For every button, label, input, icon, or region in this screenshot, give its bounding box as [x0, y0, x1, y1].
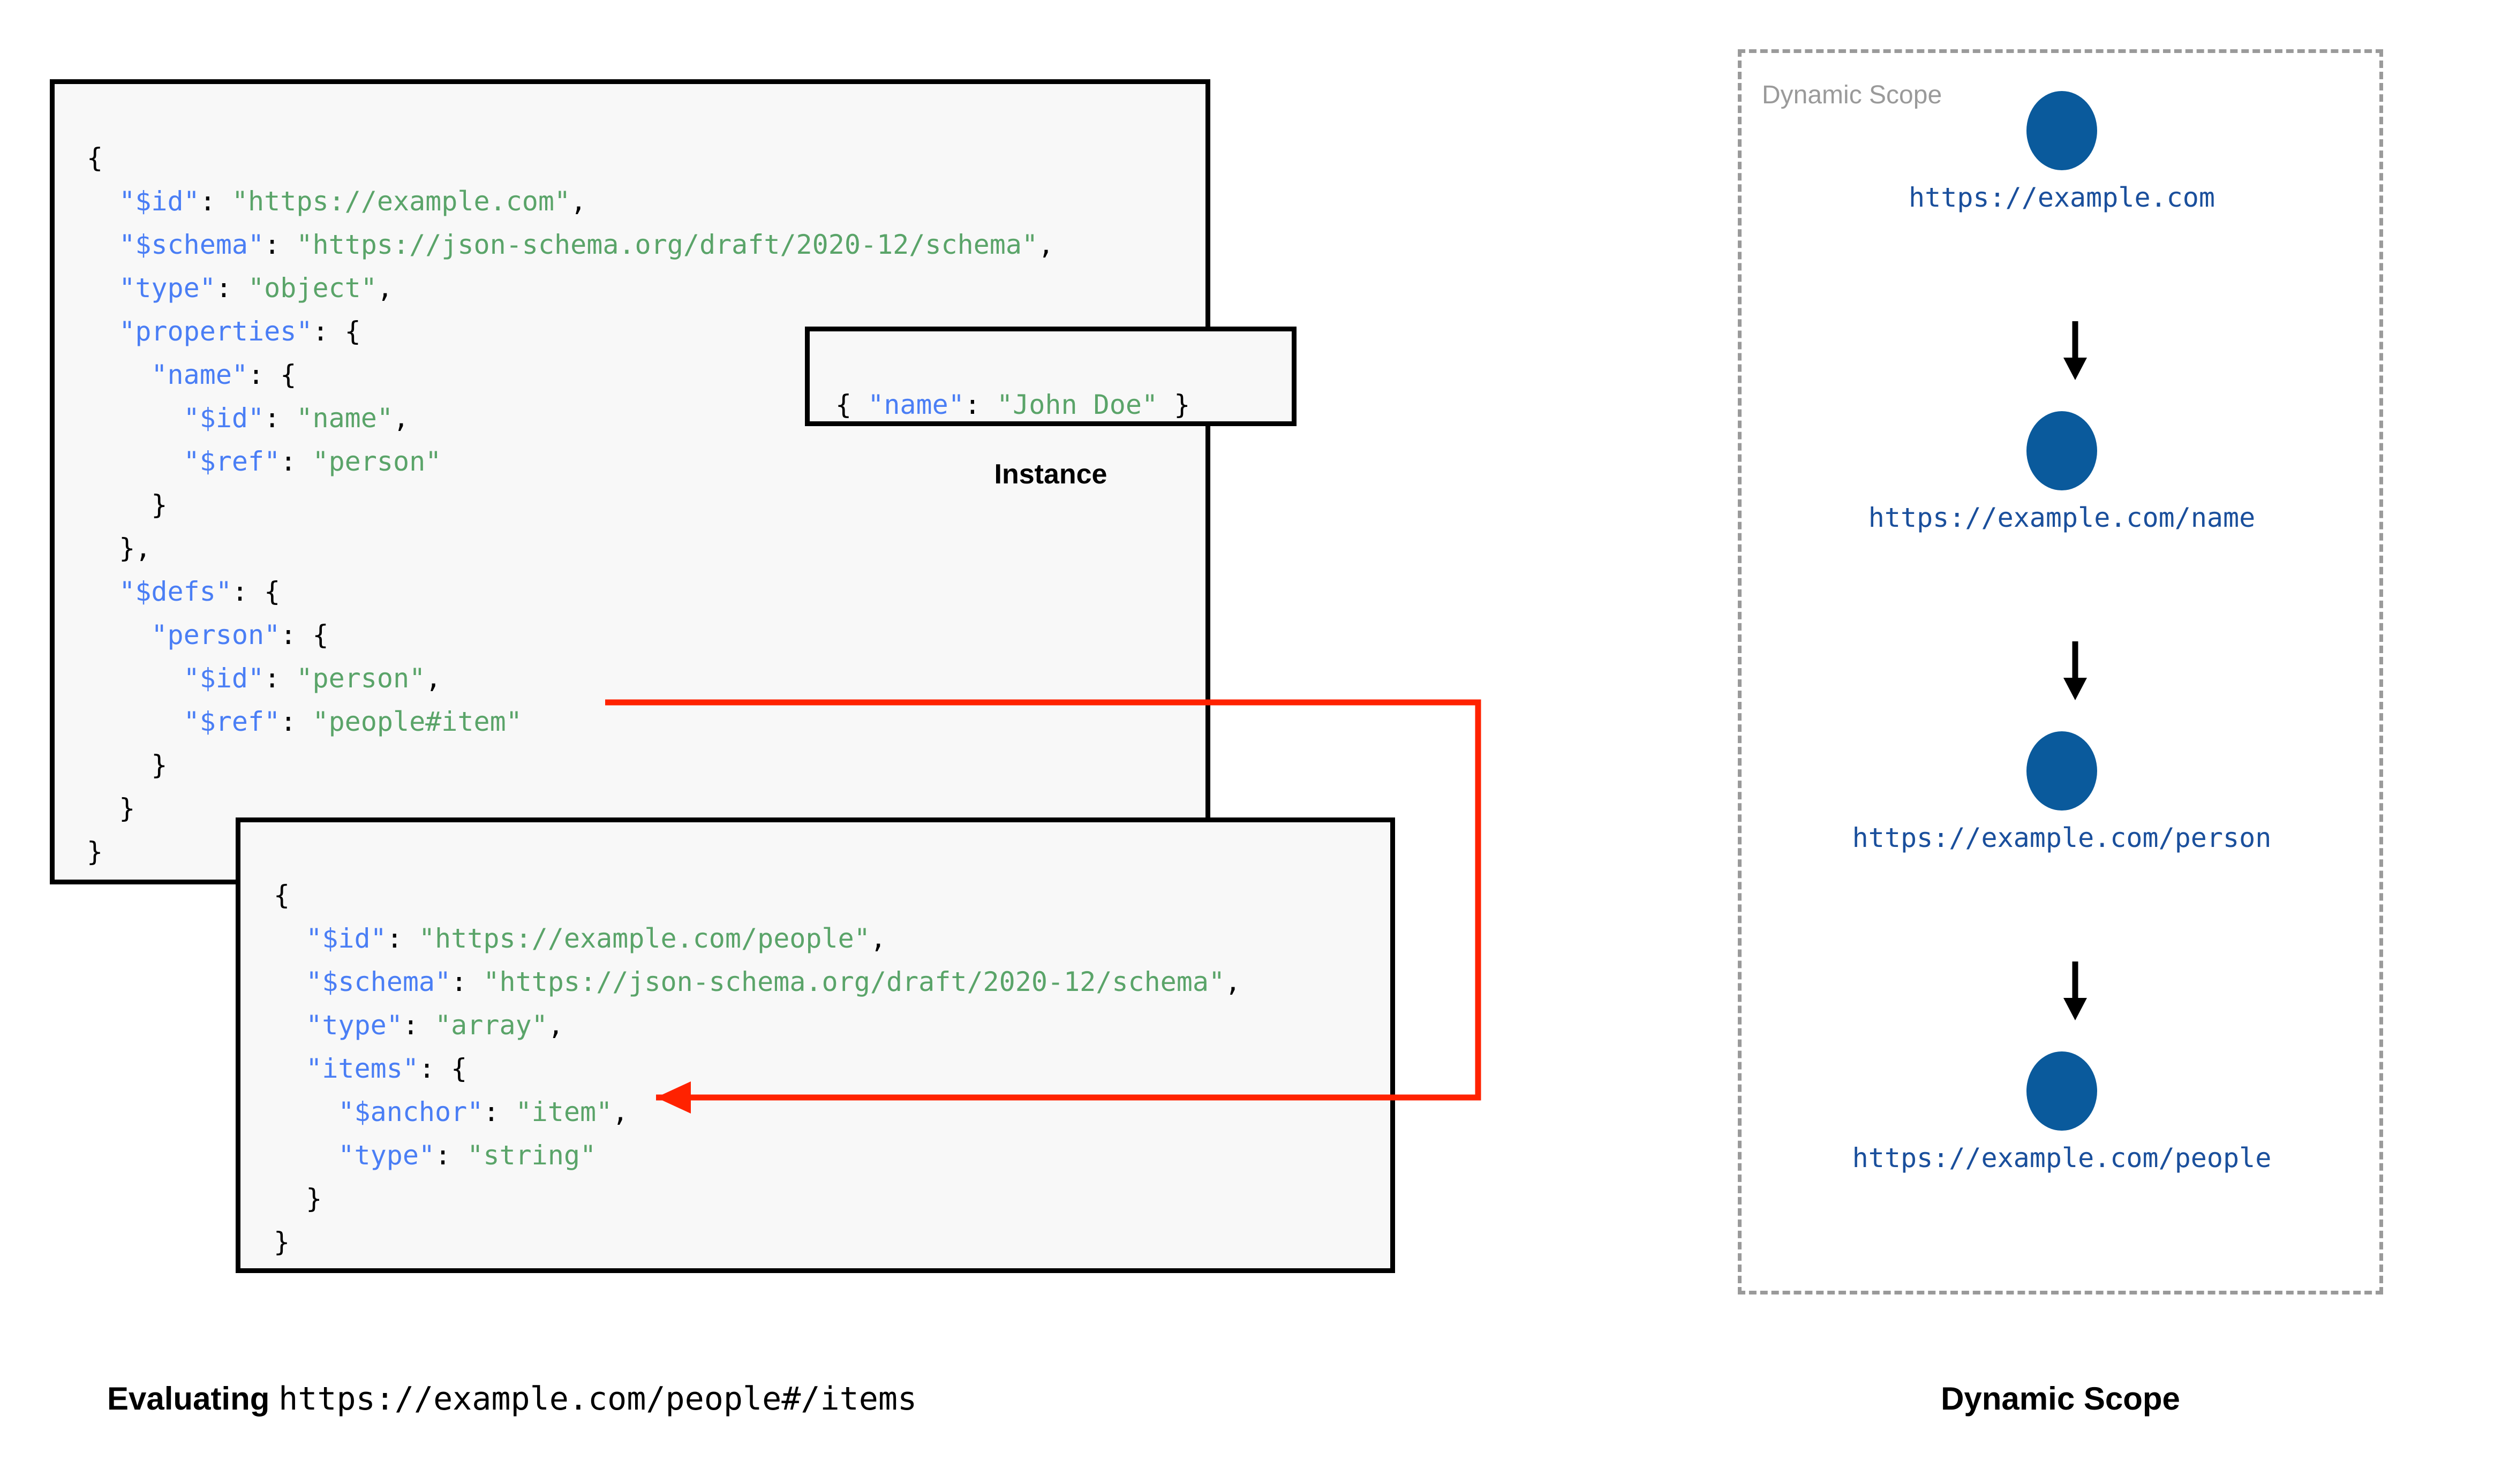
scope-arrow-icon-1 [2063, 641, 2087, 700]
scope-circle-icon-1 [2026, 411, 2097, 490]
scope-node-label-2: https://example.com/person [1852, 822, 2272, 853]
scope-arrow-icon-0 [2063, 321, 2087, 380]
evaluating-label: Evaluating [107, 1381, 270, 1417]
evaluating-uri: https://example.com/people#/items [278, 1380, 917, 1418]
scope-node-label-0: https://example.com [1909, 182, 2215, 213]
scope-node-label-1: https://example.com/name [1868, 502, 2256, 533]
dynamic-scope-inner-label: Dynamic Scope [1762, 81, 1942, 109]
instance-box: { "name": "John Doe" } [805, 327, 1297, 426]
root-schema-code: { "$id": "https://example.com", "$schema… [87, 142, 1054, 867]
scope-node-1: https://example.com/name [1832, 411, 2292, 533]
scope-node-label-3: https://example.com/people [1852, 1142, 2272, 1173]
scope-node-3: https://example.com/people [1832, 1051, 2292, 1173]
scope-arrow-icon-2 [2063, 961, 2087, 1020]
dynamic-scope-panel [1738, 49, 2383, 1294]
dynamic-scope-caption: Dynamic Scope [1941, 1381, 2180, 1417]
scope-circle-icon-3 [2026, 1051, 2097, 1131]
scope-node-2: https://example.com/person [1832, 731, 2292, 853]
people-schema-code: { "$id": "https://example.com/people", "… [274, 880, 1241, 1258]
instance-caption: Instance [994, 459, 1107, 490]
scope-circle-icon-2 [2026, 731, 2097, 811]
evaluating-caption: Evaluating https://example.com/people#/i… [107, 1380, 917, 1418]
scope-node-0: https://example.com [1832, 91, 2292, 213]
instance-code: { "name": "John Doe" } [835, 389, 1190, 420]
people-schema-box: { "$id": "https://example.com/people", "… [236, 817, 1395, 1273]
scope-circle-icon-0 [2026, 91, 2097, 170]
